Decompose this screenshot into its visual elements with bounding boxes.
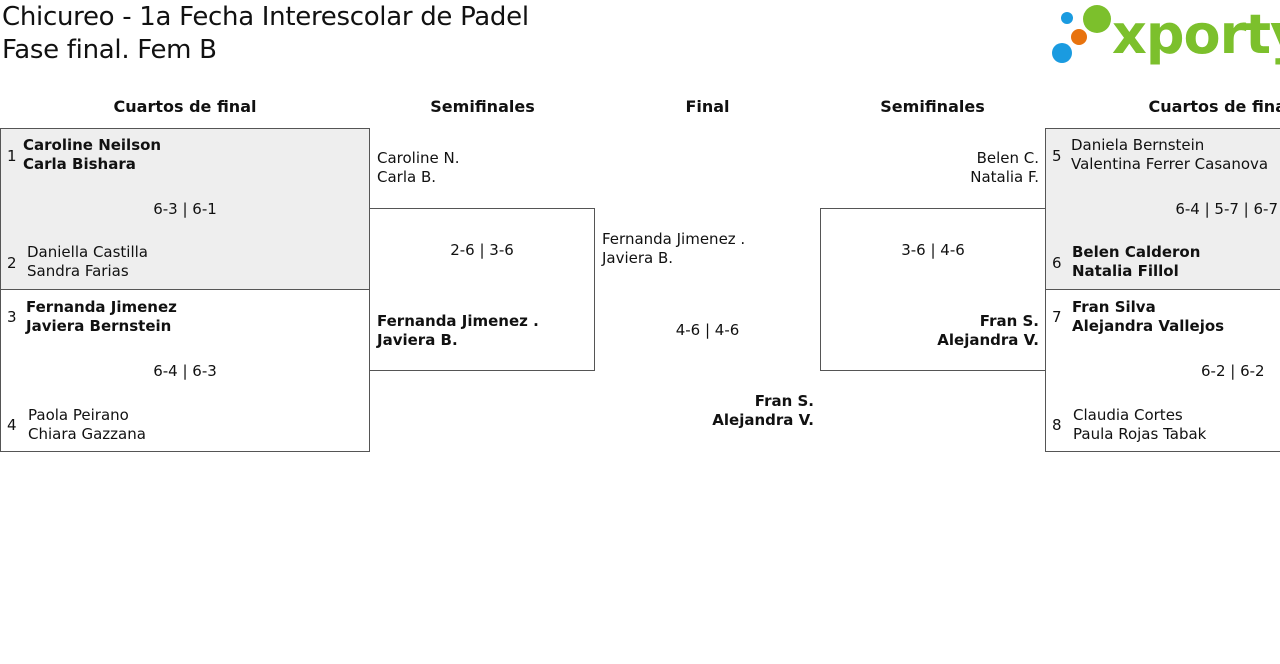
team-winner: Fernanda Jimenez . Javiera B.	[377, 312, 539, 350]
player-name: Sandra Farias	[27, 262, 129, 280]
match-score: 6-2 | 6-2	[1201, 362, 1265, 380]
player-name: Natalia Fillol	[1072, 262, 1179, 280]
team-winner: Fran S. Alejandra V.	[821, 312, 1039, 350]
player-name: Paula Rojas Tabak	[1073, 425, 1207, 443]
player-name: Carla B.	[377, 168, 437, 186]
match-left-quarter-1[interactable]: 1 Caroline Neilson Carla Bishara 6-3 | 6…	[0, 128, 370, 290]
page-subtitle: Fase final. Fem B	[2, 35, 217, 65]
match-right-semi[interactable]: 3-6 | 4-6 Fran S. Alejandra V.	[820, 208, 1046, 371]
player-name: Alejandra Vallejos	[1072, 317, 1225, 335]
player-name: Fran S.	[754, 392, 814, 410]
seed-number: 5	[1052, 147, 1062, 165]
match-score: 6-4 | 6-3	[153, 362, 217, 380]
team-loser: Daniela Bernstein Valentina Ferrer Casan…	[1071, 136, 1268, 174]
player-name: Fran Silva	[1072, 298, 1156, 316]
player-name: Claudia Cortes	[1073, 406, 1183, 424]
team-loser: Paola Peirano Chiara Gazzana	[28, 406, 146, 444]
seed-number: 1	[7, 147, 17, 165]
player-name: Javiera B.	[602, 249, 674, 267]
match-right-quarter-2[interactable]: 7 Fran Silva Alejandra Vallejos 6-2 | 6-…	[1045, 289, 1280, 452]
round-header-left-quarter: Cuartos de final	[113, 97, 257, 116]
round-header-right-quarter: Cuartos de final	[1148, 97, 1280, 116]
player-name: Fernanda Jimenez	[26, 298, 177, 316]
player-name: Belen C.	[976, 149, 1039, 167]
final-team-b: Fran S. Alejandra V.	[595, 392, 814, 430]
match-score: 3-6 | 4-6	[901, 241, 965, 259]
match-score: 6-3 | 6-1	[153, 200, 217, 218]
player-name: Daniela Bernstein	[1071, 136, 1205, 154]
match-left-semi[interactable]: 2-6 | 3-6 Fernanda Jimenez . Javiera B.	[369, 208, 595, 371]
team-loser: Claudia Cortes Paula Rojas Tabak	[1073, 406, 1206, 444]
round-header-final: Final	[685, 97, 730, 116]
team-winner: Belen Calderon Natalia Fillol	[1072, 243, 1200, 281]
semi-right-team-a: Belen C. Natalia F.	[820, 149, 1039, 187]
player-name: Paola Peirano	[28, 406, 129, 424]
seed-number: 6	[1052, 254, 1062, 272]
team-winner: Fran Silva Alejandra Vallejos	[1072, 298, 1224, 336]
player-name: Chiara Gazzana	[28, 425, 146, 443]
xporty-logo[interactable]: xporty	[1050, 3, 1280, 68]
logo-dot-green	[1083, 5, 1111, 33]
seed-number: 7	[1052, 308, 1062, 326]
match-left-quarter-2[interactable]: 3 Fernanda Jimenez Javiera Bernstein 6-4…	[0, 289, 370, 452]
match-score: 2-6 | 3-6	[450, 241, 514, 259]
player-name: Alejandra V.	[712, 411, 814, 429]
player-name: Natalia F.	[970, 168, 1039, 186]
player-name: Daniella Castilla	[27, 243, 148, 261]
player-name: Fran S.	[979, 312, 1039, 330]
team-loser: Daniella Castilla Sandra Farias	[27, 243, 148, 281]
round-header-right-semi: Semifinales	[880, 97, 985, 116]
seed-number: 3	[7, 308, 17, 326]
seed-number: 2	[7, 254, 17, 272]
player-name: Fernanda Jimenez .	[377, 312, 539, 330]
player-name: Javiera Bernstein	[26, 317, 172, 335]
final-team-a: Fernanda Jimenez . Javiera B.	[602, 230, 745, 268]
seed-number: 4	[7, 416, 17, 434]
logo-text: xporty	[1112, 3, 1280, 66]
page-title: Chicureo - 1a Fecha Interescolar de Pade…	[2, 2, 529, 32]
player-name: Caroline N.	[377, 149, 460, 167]
player-name: Valentina Ferrer Casanova	[1071, 155, 1269, 173]
player-name: Alejandra V.	[937, 331, 1039, 349]
match-right-quarter-1[interactable]: 5 Daniela Bernstein Valentina Ferrer Cas…	[1045, 128, 1280, 290]
player-name: Carla Bishara	[23, 155, 136, 173]
logo-dot-blue	[1052, 43, 1072, 63]
match-score: 6-4 | 5-7 | 6-7	[1175, 200, 1278, 218]
player-name: Caroline Neilson	[23, 136, 162, 154]
round-header-left-semi: Semifinales	[430, 97, 535, 116]
player-name: Javiera B.	[377, 331, 458, 349]
player-name: Belen Calderon	[1072, 243, 1201, 261]
final-score: 4-6 | 4-6	[675, 321, 740, 339]
team-winner: Caroline Neilson Carla Bishara	[23, 136, 161, 174]
seed-number: 8	[1052, 416, 1062, 434]
logo-dot-blue-small	[1061, 12, 1073, 24]
semi-left-team-a: Caroline N. Carla B.	[377, 149, 460, 187]
team-winner: Fernanda Jimenez Javiera Bernstein	[26, 298, 177, 336]
logo-dot-orange	[1071, 29, 1087, 45]
player-name: Fernanda Jimenez .	[602, 230, 746, 248]
